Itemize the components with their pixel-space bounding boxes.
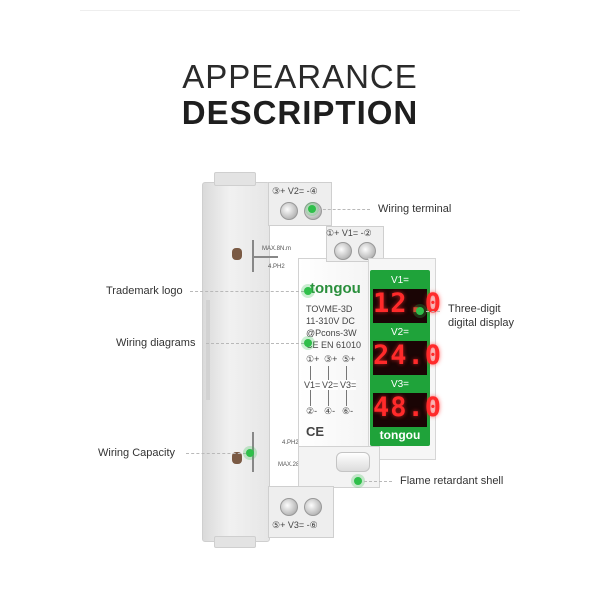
front-wiring-diagram: ①+ ③+ ⑤+ V1= V2= V3= ②- ④- ⑥- [304, 352, 364, 418]
diag-mid-1: V1= [304, 380, 321, 390]
display-logo: tongou [379, 428, 421, 442]
display-v1-value: 12.0 [373, 288, 443, 319]
standard-label: CE EN 61010 [306, 340, 362, 350]
diag-bot-2: ④- [324, 406, 336, 416]
front-logo-text: tongou [310, 280, 361, 297]
callout-display-line-1: Three-digit [448, 303, 501, 315]
terminal-hole-bottom [232, 452, 242, 464]
callout-line-display [426, 311, 440, 312]
callout-display-line-2: digital display [448, 317, 515, 329]
callout-line-wiring-terminal [318, 209, 370, 210]
title-line-1: APPEARANCE [182, 58, 418, 95]
display-v3-value: 48.0 [373, 392, 443, 423]
diag-bot-1: ②- [306, 406, 318, 416]
callout-wiring-terminal: Wiring terminal [378, 203, 452, 215]
screw-6 [304, 498, 322, 516]
callout-line-wiring-capacity [186, 453, 246, 454]
diag-top-1: ①+ [306, 354, 320, 364]
terminal-block-bottom [268, 486, 334, 538]
callout-dot-wiring-capacity [246, 449, 254, 457]
side-top-label: MAX.8N.m [262, 246, 292, 252]
terminal-block-top-back [268, 182, 332, 226]
side-bottom-label: 4.PH2 [282, 440, 299, 446]
side-groove [206, 300, 210, 400]
power-label: @Pcons-3W [306, 328, 357, 338]
top-divider [80, 10, 520, 11]
callout-line-trademark-logo [190, 291, 304, 292]
title-line-2: DESCRIPTION [181, 94, 419, 131]
terminal-top-front-label: ①+ V1= -② [326, 228, 372, 238]
display-v1-label: V1= [390, 275, 410, 286]
range-label: 11-310V DC [306, 316, 355, 326]
side-bottom-capacity: MAX.28N.cm [278, 462, 314, 468]
ce-mark: CE [306, 424, 325, 439]
callout-dot-wiring-diagrams [304, 339, 312, 347]
front-logo: tongou [310, 280, 361, 297]
callout-wiring-diagrams: Wiring diagrams [116, 337, 196, 349]
terminal-hole-top [232, 248, 242, 260]
display-v2-label: V2= [390, 327, 410, 338]
callout-dot-wiring-terminal [308, 205, 316, 213]
callout-flame-shell: Flame retardant shell [400, 475, 504, 487]
display-v3-label: V3= [390, 379, 410, 390]
display-v3-screen: 48.0 [373, 392, 443, 427]
callout-line-flame-shell [364, 481, 392, 482]
screw-2 [358, 242, 376, 260]
device-side-body [202, 182, 270, 542]
model-label: TOVME-3D [306, 304, 353, 314]
screw-5 [280, 498, 298, 516]
diag-bot-3: ⑥- [342, 406, 354, 416]
screw-3 [280, 202, 298, 220]
callout-line-wiring-diagrams [206, 343, 304, 344]
callout-wiring-capacity: Wiring Capacity [98, 447, 176, 459]
shell-button [336, 452, 370, 472]
callout-trademark-logo: Trademark logo [106, 285, 183, 297]
top-clip [214, 172, 256, 186]
display-v2-value: 24.0 [373, 340, 443, 371]
bottom-clip [214, 536, 256, 548]
callout-dot-flame-shell [354, 477, 362, 485]
screw-1 [334, 242, 352, 260]
diag-top-2: ③+ [324, 354, 338, 364]
display-v1-screen: 12.0 [373, 288, 443, 323]
digital-display-panel: V1= 12.0 V2= 24.0 V3= 48.0 tongou [370, 270, 443, 446]
diag-mid-2: V2= [322, 380, 339, 390]
terminal-bottom-label: ⑤+ V3= -⑥ [272, 520, 318, 530]
display-v2-screen: 24.0 [373, 340, 443, 375]
diag-top-3: ⑤+ [342, 354, 356, 364]
side-top-screw: 4.PH2 [268, 264, 285, 270]
callout-dot-display [416, 307, 424, 315]
terminal-top-back-label: ③+ V2= -④ [272, 186, 318, 196]
callout-dot-trademark-logo [304, 287, 312, 295]
diag-mid-3: V3= [340, 380, 357, 390]
side-wire-diagram-top: MAX.8N.m 4.PH2 [232, 238, 292, 278]
